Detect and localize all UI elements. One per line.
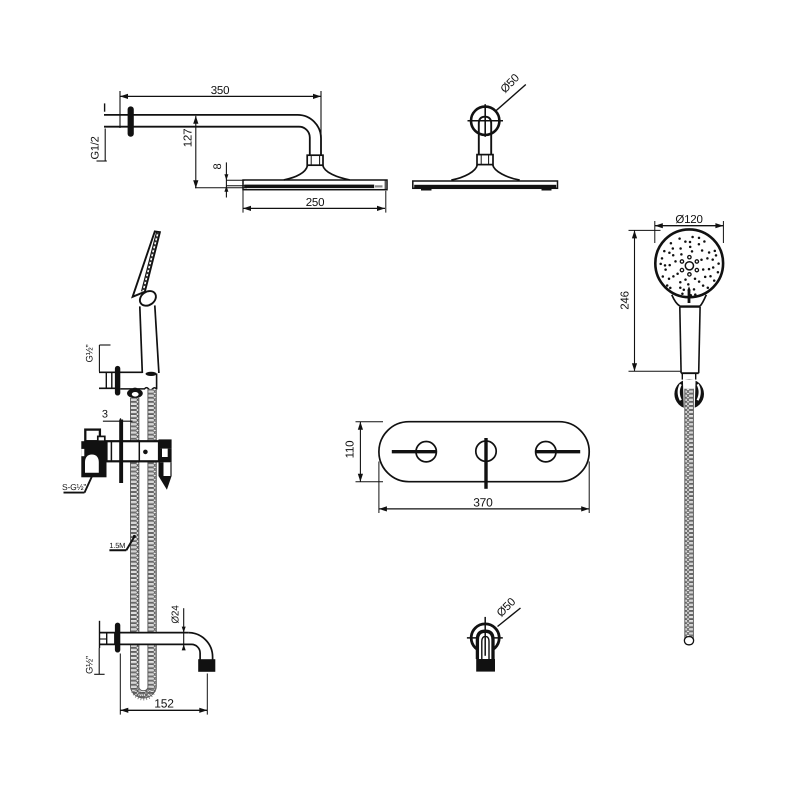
svg-text:250: 250 — [306, 197, 325, 209]
svg-text:246: 246 — [620, 291, 632, 310]
svg-text:370: 370 — [473, 496, 493, 510]
svg-text:3: 3 — [102, 409, 108, 421]
svg-text:152: 152 — [154, 697, 174, 711]
svg-text:G½”: G½” — [85, 656, 96, 674]
svg-text:110: 110 — [344, 441, 356, 459]
svg-text:G½”: G½” — [85, 345, 96, 363]
svg-text:G1/2: G1/2 — [90, 136, 102, 159]
svg-text:127: 127 — [183, 129, 195, 148]
svg-text:8: 8 — [212, 163, 224, 169]
svg-text:350: 350 — [211, 85, 230, 97]
svg-text:1.5M: 1.5M — [109, 541, 125, 550]
svg-text:S-G½”: S-G½” — [62, 482, 86, 492]
svg-text:Ø120: Ø120 — [675, 214, 702, 226]
svg-text:Ø24: Ø24 — [170, 605, 181, 624]
